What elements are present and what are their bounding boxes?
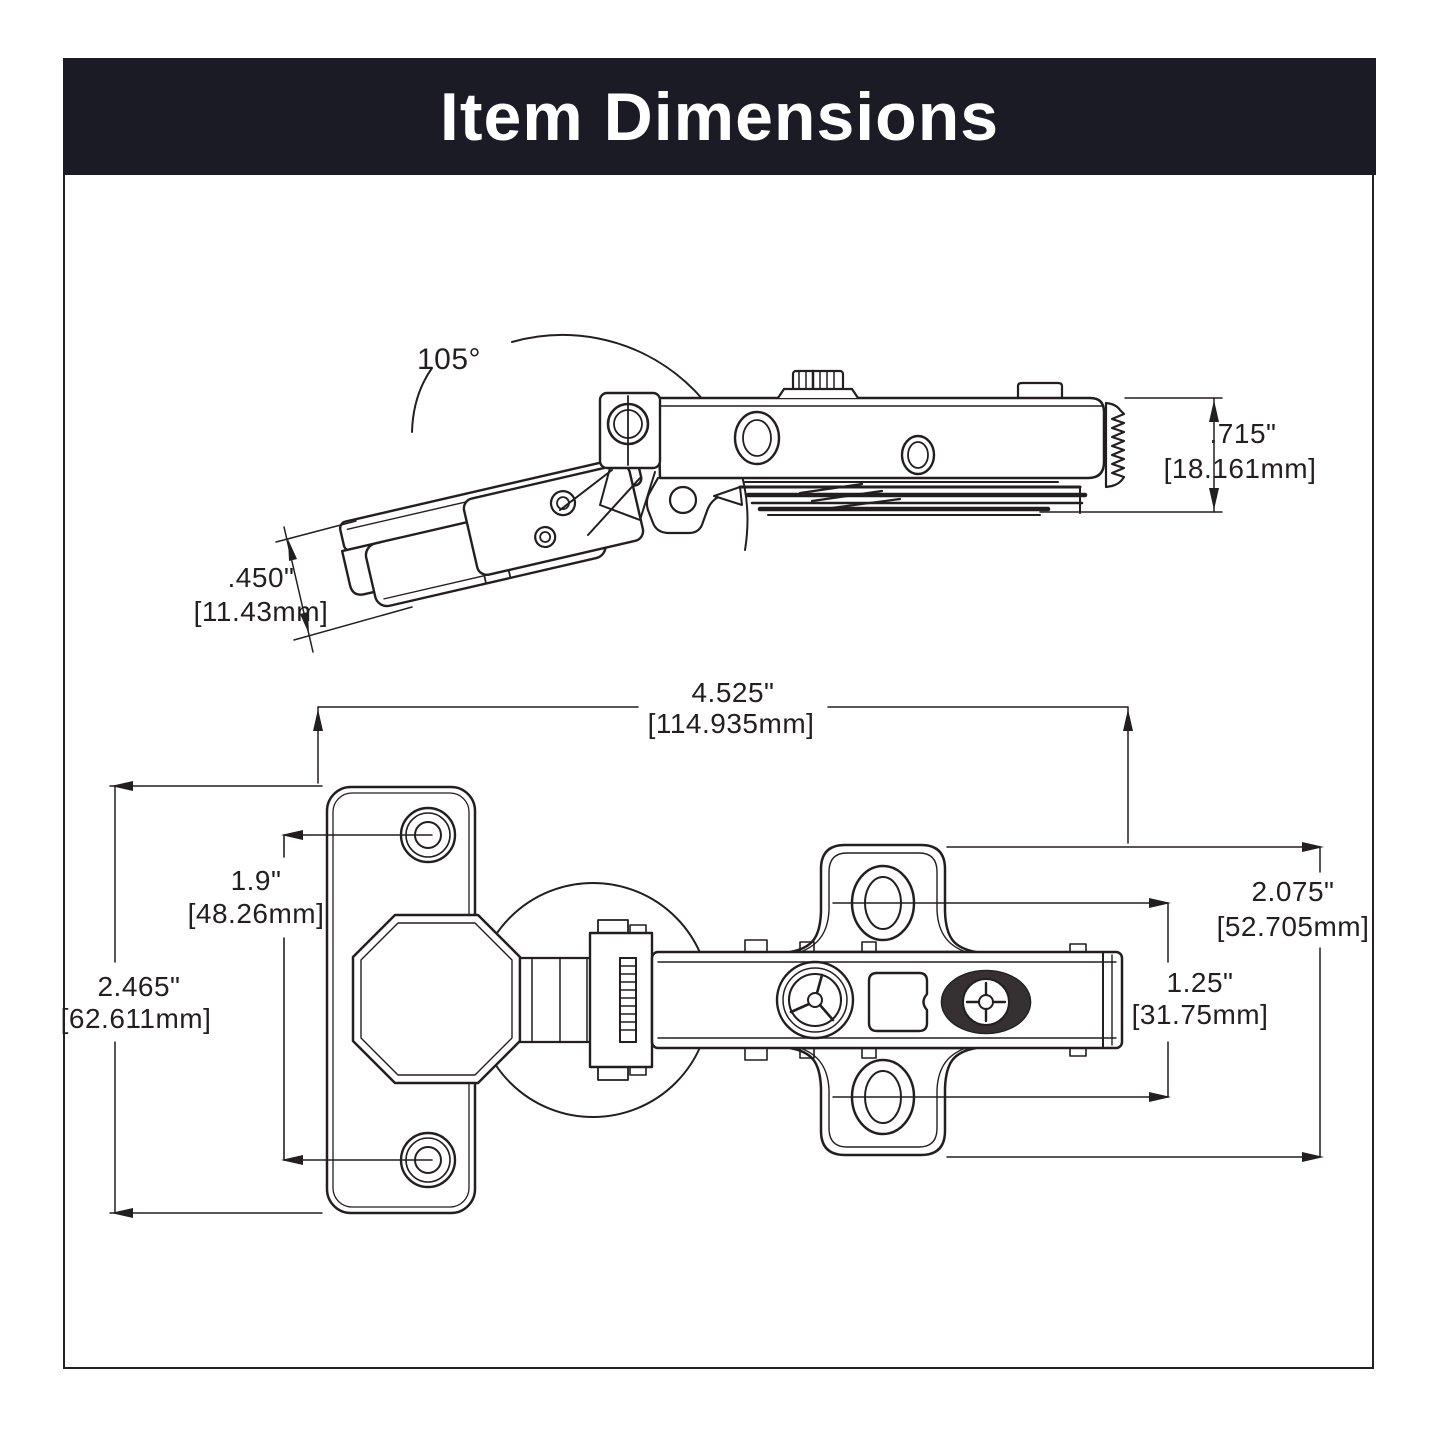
dim-label-hole-spacing-in: 1.9" [230,865,282,896]
cam-screw-oval [940,969,1032,1035]
serrated-edge [1104,401,1126,489]
dim-label-mount-plate-height-mm: [52.705mm] [1216,911,1370,942]
dim-mount-plate-height [946,842,1324,1162]
mount-wing-bottom [788,1046,978,1157]
drawing-frame [63,58,1374,1369]
dim-label-opening-angle: 105° [416,343,482,376]
dim-label-overall-length-mm: [114.935mm] [647,708,815,739]
arm-hole [733,410,781,466]
cup-screw-hole [534,525,557,549]
dim-label-plate-height-in: 2.465" [97,971,181,1002]
dim-label-overall-length-in: 4.525" [691,677,775,708]
cam-adjuster-wheel [775,960,855,1040]
adjuster-screw [776,369,860,400]
dim-arm-height [1039,397,1223,513]
mounting-clip-side [713,481,1088,516]
arm-underside [645,476,742,535]
hinge-arm-top [650,939,1124,1061]
dim-plate-height [109,781,323,1218]
hinge-cup [338,454,645,608]
dim-label-cup-depth-mm: [11.43mm] [193,596,329,627]
cup-boss [351,913,522,1085]
cup-flange-wing [462,463,645,577]
dim-label-hole-spacing-mm: [48.26mm] [187,898,325,929]
square-hole [867,971,929,1033]
dim-label-arm-height-in: .715" [1209,418,1277,449]
page-title: Item Dimensions [439,78,1000,155]
arm-tab [1016,381,1064,400]
dim-label-slot-spacing-in: 1.25" [1166,967,1234,998]
hinge-knuckle [598,391,662,470]
dim-slot-spacing [832,898,1171,1102]
hinge-side-view [275,334,1223,653]
dim-overall-length [313,706,1133,844]
cup-screw-hole [549,490,577,517]
opening-angle-arc [411,334,749,551]
ratchet-knuckle [588,919,654,1081]
dim-hole-spacing [281,830,433,1165]
dim-label-cup-depth-in: .450" [227,562,295,593]
dim-label-plate-height-mm: [62.611mm] [60,1003,212,1034]
dim-label-mount-plate-height-in: 2.075" [1251,876,1335,907]
title-bar: Item Dimensions [63,58,1376,175]
dim-cup-depth [275,520,413,653]
arm-hole [900,434,936,476]
dim-label-arm-height-mm: [18.161mm] [1163,453,1317,484]
mount-wing-top [788,843,978,954]
hinge-top-view [109,706,1324,1218]
hinge-arm-side [598,369,1126,535]
dim-label-slot-spacing-mm: [31.75mm] [1131,999,1269,1030]
